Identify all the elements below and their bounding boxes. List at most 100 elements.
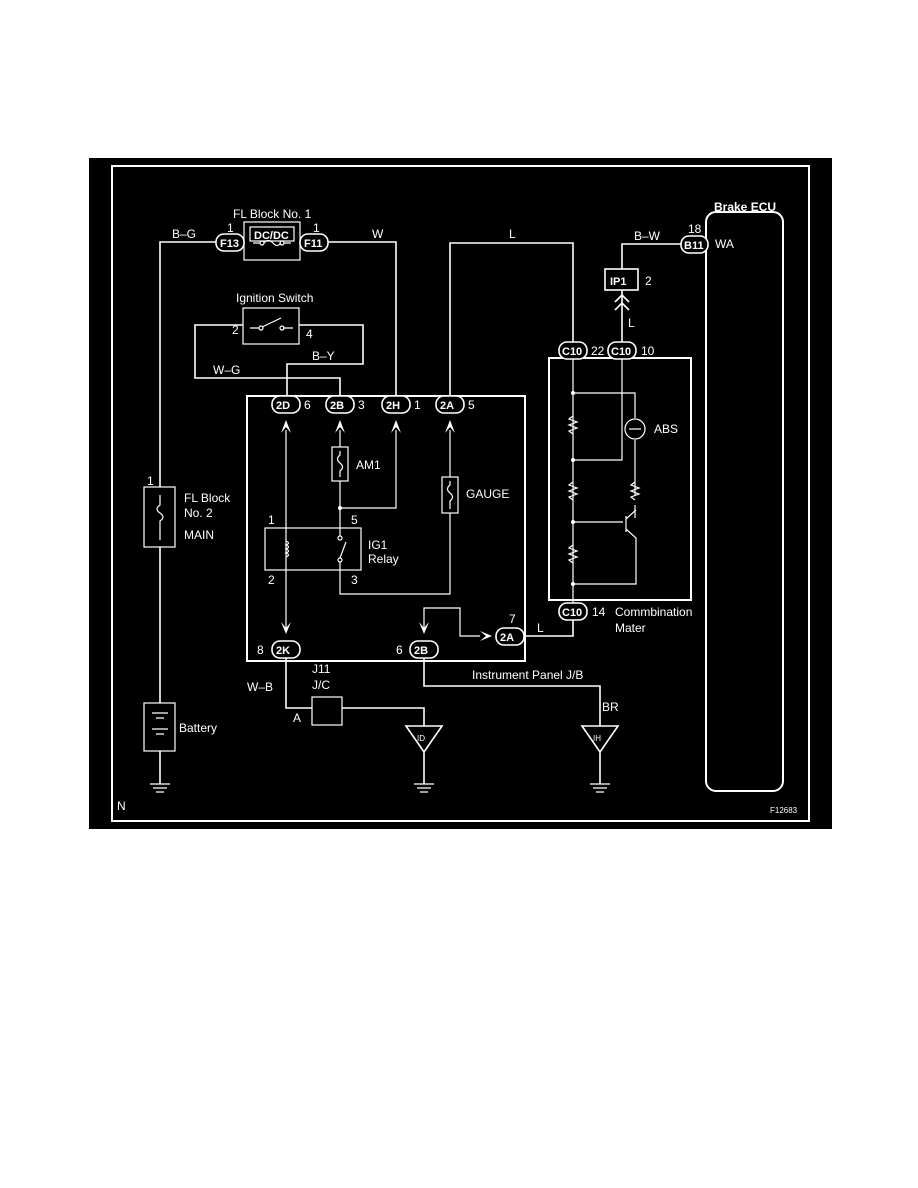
ground-ih-label: IH [593, 734, 601, 743]
ground-icon [590, 783, 610, 793]
pin-label: 6 [304, 398, 311, 412]
connector-arrow-icon [480, 631, 492, 641]
ground-point-id [404, 725, 444, 754]
connector-2b-label: 2B [330, 400, 344, 412]
pin-label: 10 [641, 344, 655, 358]
wire-w [328, 241, 397, 396]
combination-meter-label-1: Commbination [615, 605, 692, 619]
connector-arrow-icon [445, 420, 455, 433]
wire-l-bottom [524, 620, 574, 637]
pin-label: 1 [313, 221, 320, 235]
ig1-relay-box [264, 527, 362, 571]
connector-2b-top [325, 395, 355, 414]
fl-block-2-label-2: No. 2 [184, 506, 213, 520]
fl-block-1-label: FL Block No. 1 [233, 207, 312, 221]
ground-point-ih [580, 725, 620, 754]
connector-2h-label: 2H [386, 400, 400, 412]
wire-l-top [449, 242, 574, 396]
fl-block-2-label-1: FL Block [184, 491, 231, 505]
diagram-frame [111, 165, 810, 822]
ignition-switch-icon [261, 317, 282, 328]
connector-2b-label: 2B [414, 645, 428, 657]
transistor-icon [573, 509, 637, 585]
wire-l-label: L [537, 621, 544, 635]
pin-label: 7 [509, 612, 516, 626]
ground-icon [150, 783, 170, 793]
pin-label: 2 [232, 323, 239, 337]
connector-2d-label: 2D [276, 400, 290, 412]
wire-bw-label: B–W [634, 229, 661, 243]
pin-label: 3 [358, 398, 365, 412]
fusible-link-icon [263, 239, 282, 247]
dcdc-label: DC/DC [254, 230, 289, 242]
dcdc-box [249, 226, 295, 242]
jc-label-2: J/C [312, 678, 330, 692]
connector-2a-label: 2A [500, 632, 514, 644]
connector-arrow-icon [335, 420, 345, 433]
ignition-switch-box [242, 307, 300, 345]
jc-box [311, 696, 343, 726]
ig1-label: IG1 [368, 538, 388, 552]
figure-code: F12683 [770, 806, 798, 815]
corner-letter: N [117, 799, 126, 813]
pin-label: 4 [306, 327, 313, 341]
ground-id-label: ID [417, 734, 425, 743]
resistor-icon [567, 544, 579, 564]
abs-lamp-icon [624, 418, 646, 440]
pin-label: 22 [591, 344, 605, 358]
pin-label: 5 [351, 513, 358, 527]
instrument-panel-jb-box [246, 395, 526, 662]
pin-label: 1 [414, 398, 421, 412]
connector-2a-top [435, 395, 465, 414]
pin-label: 2 [268, 573, 275, 587]
pin-label: 1 [147, 474, 154, 488]
pin-label: 1 [268, 513, 275, 527]
connector-arrow-icon [281, 420, 291, 433]
fuse-icon [446, 481, 454, 509]
connector-arrow-icon [391, 420, 401, 433]
wire-wb-label: W–B [247, 680, 273, 694]
wire-br-label: BR [602, 700, 619, 714]
wire-b-g [159, 241, 216, 487]
connector-2a-label: 2A [440, 400, 454, 412]
pin-label: A [293, 711, 301, 725]
connector-c10-label: C10 [562, 346, 582, 358]
pin-label: 18 [688, 222, 702, 236]
pin-label: 1 [227, 221, 234, 235]
resistor-icon [629, 481, 641, 501]
battery-icon [152, 712, 168, 735]
wire-l-label: L [628, 316, 635, 330]
pin-label: 6 [396, 643, 403, 657]
battery-label: Battery [179, 721, 217, 735]
connector-arrow-icon [614, 293, 630, 311]
connector-2h [381, 395, 411, 414]
brake-ecu-label: Brake ECU [714, 200, 776, 214]
combination-meter-label-2: Mater [615, 621, 646, 635]
pin-label: 3 [351, 573, 358, 587]
diagram-panel [89, 158, 832, 829]
fuse-icon [336, 451, 344, 477]
wire-l-label: L [509, 227, 516, 241]
wire-b-y [286, 324, 364, 396]
pin-label: 14 [592, 605, 606, 619]
ignition-switch-label: Ignition Switch [236, 291, 313, 305]
brake-ecu-box [705, 211, 784, 792]
pin-label: 2 [645, 274, 652, 288]
fusible-link-icon [156, 495, 164, 540]
connector-ip1-label: IP1 [610, 276, 627, 288]
wire-w-g [194, 324, 341, 396]
connector-2a-bottom [495, 627, 525, 646]
wire-w-label: W [372, 227, 384, 241]
pin-label: 8 [257, 643, 264, 657]
abs-label: ABS [654, 422, 678, 436]
wire-bg-label: B–G [172, 227, 196, 241]
ground-icon [414, 783, 434, 793]
relay-label: Relay [368, 552, 399, 566]
am1-label: AM1 [356, 458, 381, 472]
connector-c10-label: C10 [562, 607, 582, 619]
instrument-panel-label: Instrument Panel J/B [472, 668, 583, 682]
wire-wg-label: W–G [213, 363, 240, 377]
relay-contact-icon [339, 541, 347, 559]
connector-arrow-icon [281, 622, 291, 634]
